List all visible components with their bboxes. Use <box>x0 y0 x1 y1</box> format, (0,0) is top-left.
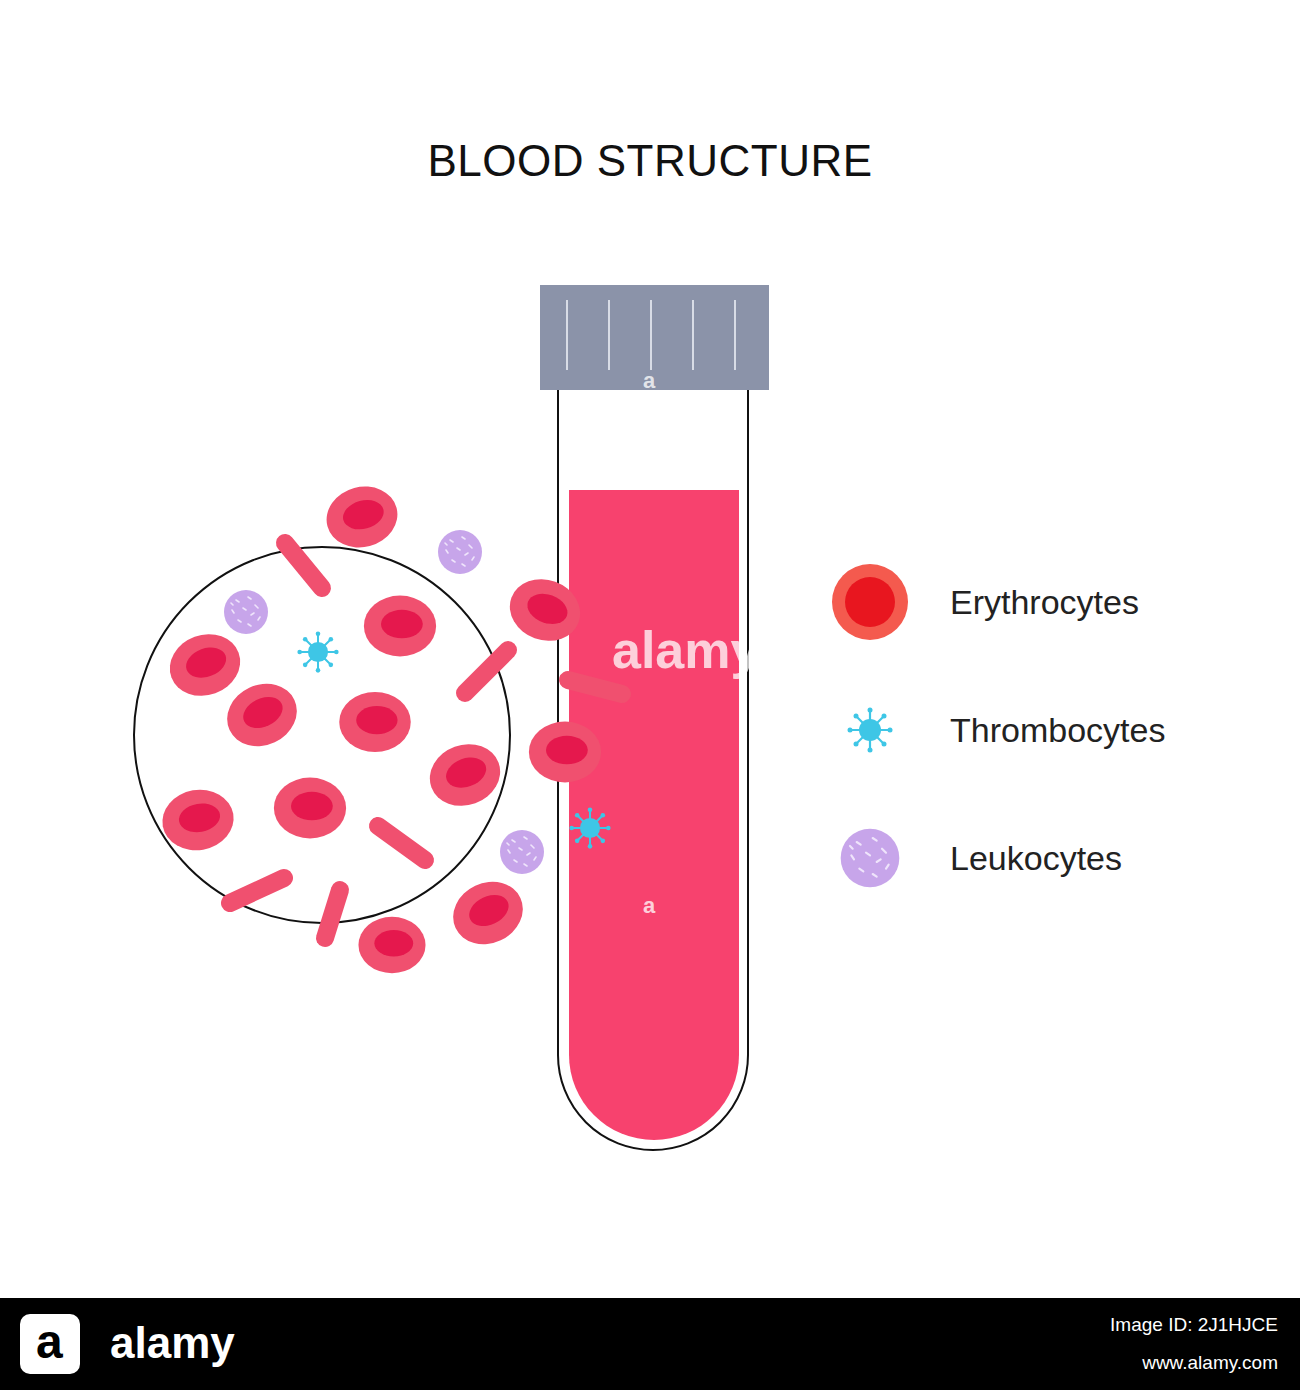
watermark: alamy <box>612 620 759 680</box>
watermark: a <box>643 368 655 394</box>
image-id: Image ID: 2J1HJCE <box>1110 1314 1278 1336</box>
logo-letter: a <box>36 1314 63 1370</box>
test-tube <box>540 285 769 1150</box>
legend-text: Leukocytes <box>950 838 1122 878</box>
legend-text: Thrombocytes <box>950 710 1165 750</box>
title: BLOOD STRUCTURE <box>0 136 1300 186</box>
legend-text: Erythrocytes <box>950 582 1139 622</box>
brand-name: alamy <box>110 1318 235 1368</box>
watermark: a <box>643 893 655 919</box>
site-url: www.alamy.com <box>1142 1352 1278 1374</box>
magnified-view <box>134 479 622 974</box>
legend-icons <box>832 564 908 887</box>
